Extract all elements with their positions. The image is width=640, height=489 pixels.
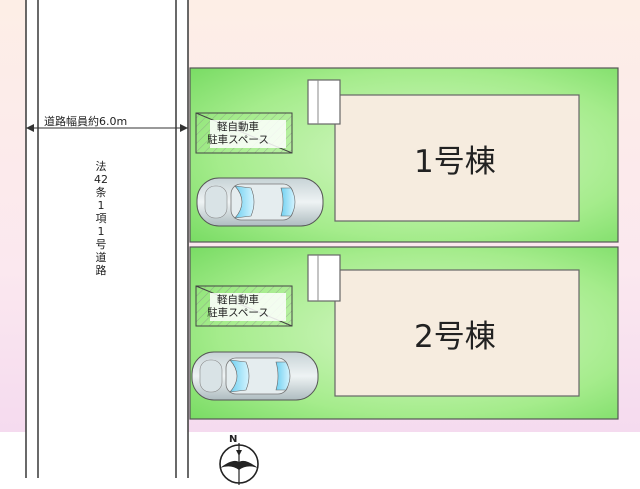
compass-icon (219, 443, 259, 485)
lot-1-parking-text: 軽自動車 駐車スペース (207, 121, 269, 146)
lot-2-parking-text: 軽自動車 駐車スペース (207, 294, 269, 319)
lot-1-parking-label-bg (210, 120, 286, 148)
road-width-label: 道路幅員約6.0m (44, 115, 128, 128)
car-2 (191, 351, 319, 401)
lot-2-parking-label-bg (210, 293, 286, 321)
lot-1-parking-label: 軽自動車 駐車スペース (196, 121, 280, 147)
north-label: N (229, 434, 238, 445)
lot-1-porch (307, 79, 341, 125)
car-1 (196, 177, 324, 227)
dimension-arrow-right (180, 124, 188, 132)
road (26, 0, 188, 478)
lot-2-porch (307, 254, 341, 302)
road-law-label: 法42条1項1号道路 (94, 160, 108, 277)
lot-1-building (334, 94, 580, 222)
lot-1-building-label: 1号棟 (414, 144, 496, 180)
dimension-arrow-left (26, 124, 34, 132)
lot-2-building-label: 2号棟 (414, 319, 496, 355)
lot-2-parking-label: 軽自動車 駐車スペース (196, 294, 280, 320)
lot-2-building (334, 269, 580, 397)
